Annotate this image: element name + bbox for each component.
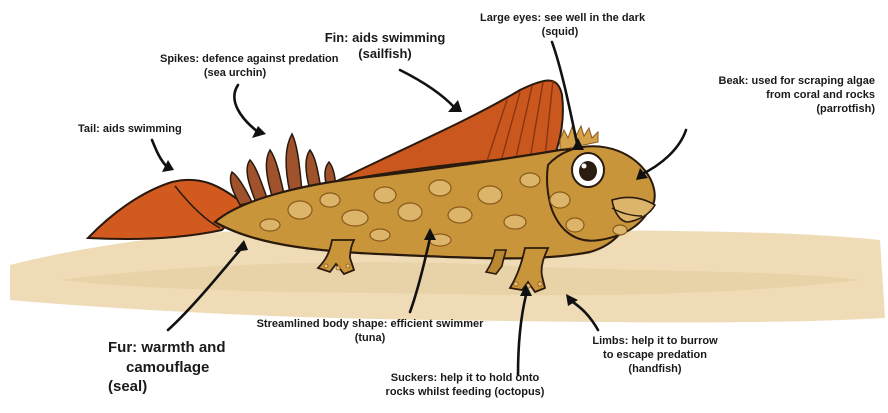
label-eyes-line1: Large eyes: see well in the dark <box>480 12 640 26</box>
label-limbs-line1: Limbs: help it to burrow <box>580 335 730 349</box>
tail <box>88 180 245 239</box>
label-eyes-line2: (squid) <box>480 26 640 40</box>
label-fin: Fin: aids swimming (sailfish) <box>320 30 450 63</box>
label-tail-line1: Tail: aids swimming <box>78 123 182 137</box>
label-spikes-line2: (sea urchin) <box>160 67 310 81</box>
label-beak-line1: Beak: used for scraping algae <box>690 75 875 89</box>
label-limbs-line2: to escape predation <box>580 349 730 363</box>
label-eyes: Large eyes: see well in the dark (squid) <box>480 12 640 40</box>
label-suckers-line2: rocks whilst feeding (octopus) <box>365 386 565 400</box>
label-limbs: Limbs: help it to burrow to escape preda… <box>580 335 730 376</box>
label-limbs-line3: (handfish) <box>580 363 730 377</box>
label-fin-line2: (sailfish) <box>320 46 450 62</box>
label-body: Streamlined body shape: efficient swimme… <box>240 318 500 346</box>
label-fur-line2: camouflage <box>108 358 226 378</box>
label-body-line1: Streamlined body shape: efficient swimme… <box>240 318 500 332</box>
label-fur: Fur: warmth and camouflage (seal) <box>108 338 226 397</box>
label-suckers: Suckers: help it to hold onto rocks whil… <box>365 372 565 400</box>
label-spikes: Spikes: defence against predation (sea u… <box>160 53 310 81</box>
label-beak-line3: (parrotfish) <box>690 103 875 117</box>
label-beak-line2: from coral and rocks <box>690 89 875 103</box>
label-spikes-line1: Spikes: defence against predation <box>160 53 310 67</box>
label-body-line2: (tuna) <box>240 332 500 346</box>
label-fin-line1: Fin: aids swimming <box>320 30 450 46</box>
eye <box>572 153 604 187</box>
label-suckers-line1: Suckers: help it to hold onto <box>365 372 565 386</box>
label-tail: Tail: aids swimming <box>78 123 182 137</box>
label-fur-line1: Fur: warmth and <box>108 338 226 358</box>
label-beak: Beak: used for scraping algae from coral… <box>690 75 875 116</box>
label-fur-line3: (seal) <box>108 377 226 397</box>
